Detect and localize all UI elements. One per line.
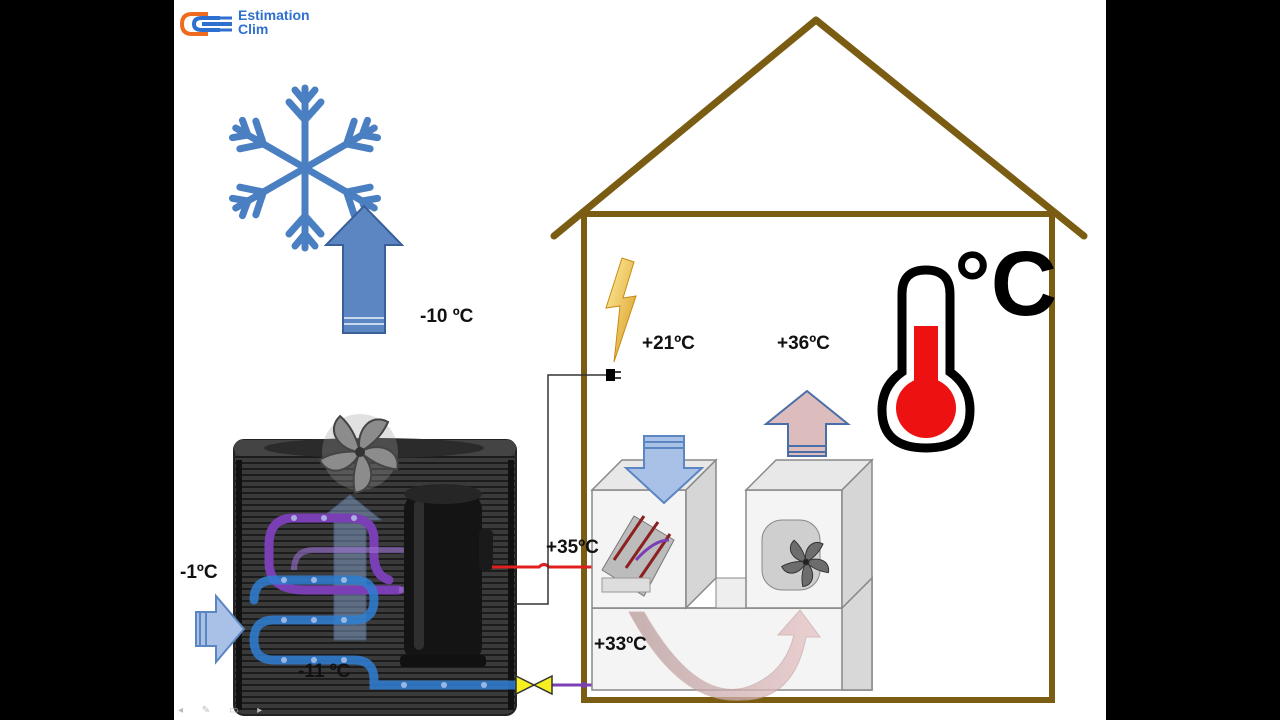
house (550, 16, 1088, 703)
power-cable (516, 374, 606, 605)
expansion-valve-icon (515, 674, 553, 696)
degree-celsius-symbol: °C (954, 233, 1058, 335)
lightning-icon (605, 257, 637, 363)
air-path-arrow (628, 609, 821, 701)
return-air-arrow (623, 435, 705, 505)
house-walls (581, 214, 1055, 703)
house-roof (550, 16, 1088, 240)
evaporator-coil-lower (249, 575, 519, 690)
thermometer-icon (877, 265, 975, 453)
label-evaporator: -11 ºC (298, 661, 351, 682)
slide: Estimation Clim °C -10 ºC -1ºC -11 ºC +2… (174, 0, 1106, 720)
logo-text-line1: Estimation (238, 7, 310, 23)
blower-icon (761, 519, 830, 591)
logo-text-line2: Clim (238, 21, 269, 37)
slide-nav-controls[interactable]: ◂ ✎ ▭ ▸ (178, 705, 271, 716)
supply-air-arrow (763, 389, 851, 457)
logo-icon (179, 12, 232, 36)
inlet-air-arrow (195, 593, 246, 665)
snowflake-icon (228, 84, 383, 248)
label-hot-gas: +35ºC (546, 537, 599, 558)
label-outdoor-air: -10 ºC (420, 306, 474, 327)
label-indoor-air-in: +21ºC (642, 333, 695, 354)
plug-icon (606, 369, 621, 381)
label-inlet-air: -1ºC (180, 562, 218, 583)
label-liquid-line: +33ºC (594, 634, 647, 655)
heat-pump-diagram (179, 12, 1088, 716)
fan-icon (318, 414, 399, 494)
compressor-icon (400, 484, 493, 667)
outdoor-air-arrow (323, 204, 405, 334)
label-indoor-air-out: +36ºC (777, 333, 830, 354)
indoor-coil-icon (601, 515, 675, 597)
hot-gas-pipe (492, 511, 616, 569)
